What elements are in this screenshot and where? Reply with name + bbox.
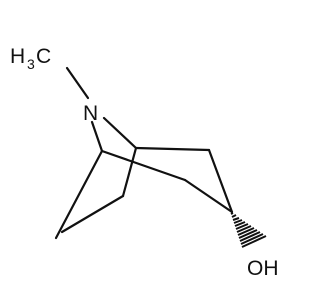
bond-n-c1 [90, 120, 104, 153]
bond-c1-c2 [100, 149, 187, 182]
bond-c4-c3 [207, 148, 234, 214]
methyl-h-label: H [10, 45, 25, 68]
bond-n-c5 [102, 116, 138, 150]
bond-c1-c7-double-outer [54, 149, 104, 240]
bond-c5-c4 [134, 146, 211, 152]
bond-c5-c6 [121, 146, 138, 198]
nitrogen-label: N [83, 102, 98, 125]
atom-label-methyl: H 3 C [10, 45, 51, 72]
bond-methyl-n [65, 66, 90, 100]
molecule-diagram: H 3 C N OH [10, 45, 279, 280]
bond-c1-c7-double-inner [60, 194, 125, 234]
bond-layer [54, 66, 234, 240]
hashed-wedge-c3-oh [230, 212, 267, 248]
methyl-subscript-label: 3 [27, 56, 35, 72]
methyl-c-label: C [36, 45, 51, 68]
hydroxyl-label: OH [247, 257, 279, 280]
bond-c2-c3 [183, 178, 234, 214]
